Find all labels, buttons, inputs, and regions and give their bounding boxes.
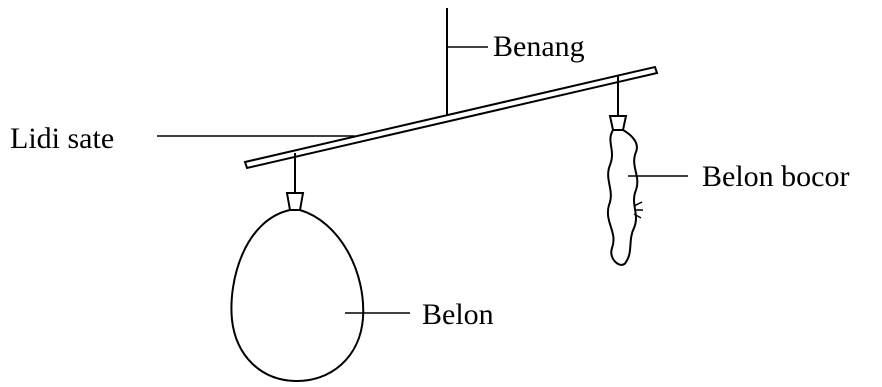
balloon-label: Belon [422, 298, 494, 331]
skewer-label: Lidi sate [10, 122, 114, 155]
leak-marks [633, 201, 643, 219]
leaking-balloon [606, 129, 639, 266]
skewer-stick [243, 65, 659, 170]
leaking-balloon-knot [608, 115, 628, 131]
balloon-knot [285, 192, 305, 211]
full-balloon [230, 209, 365, 383]
thread-label: Benang [493, 30, 585, 63]
leaking-balloon-label: Belon bocor [702, 160, 849, 193]
